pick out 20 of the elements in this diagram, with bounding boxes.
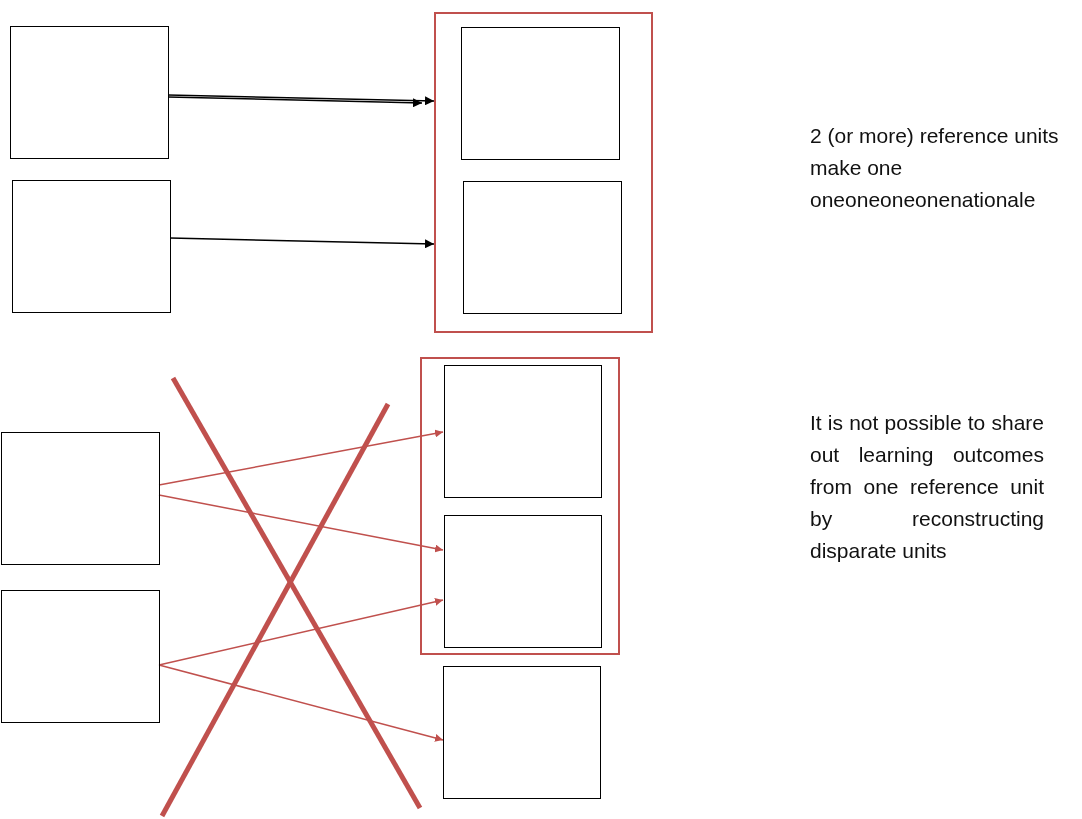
- empty-box: [462, 180, 622, 314]
- empty-box: [443, 364, 602, 498]
- arrow: [158, 597, 444, 666]
- empty-box: [1, 590, 160, 723]
- empty-box: [12, 180, 171, 313]
- arrow: [167, 94, 435, 106]
- empty-box: [443, 514, 602, 648]
- note-text: 2 (or more) reference units make one oneoneoneonenationale: [810, 123, 1060, 213]
- empty-box: [1, 432, 160, 565]
- empty-box: [443, 666, 601, 799]
- arrow: [158, 664, 444, 742]
- arrow: [158, 429, 444, 486]
- group-box: [434, 12, 653, 333]
- empty-box: [10, 26, 169, 159]
- empty-box: [460, 26, 620, 160]
- note-text: It is not possible to share out learning outcomes from one reference unit by reconstructing disparate units: [810, 410, 1044, 564]
- arrow: [169, 237, 435, 249]
- group-box: [420, 357, 620, 655]
- arrow: [167, 96, 423, 108]
- arrow: [158, 494, 444, 553]
